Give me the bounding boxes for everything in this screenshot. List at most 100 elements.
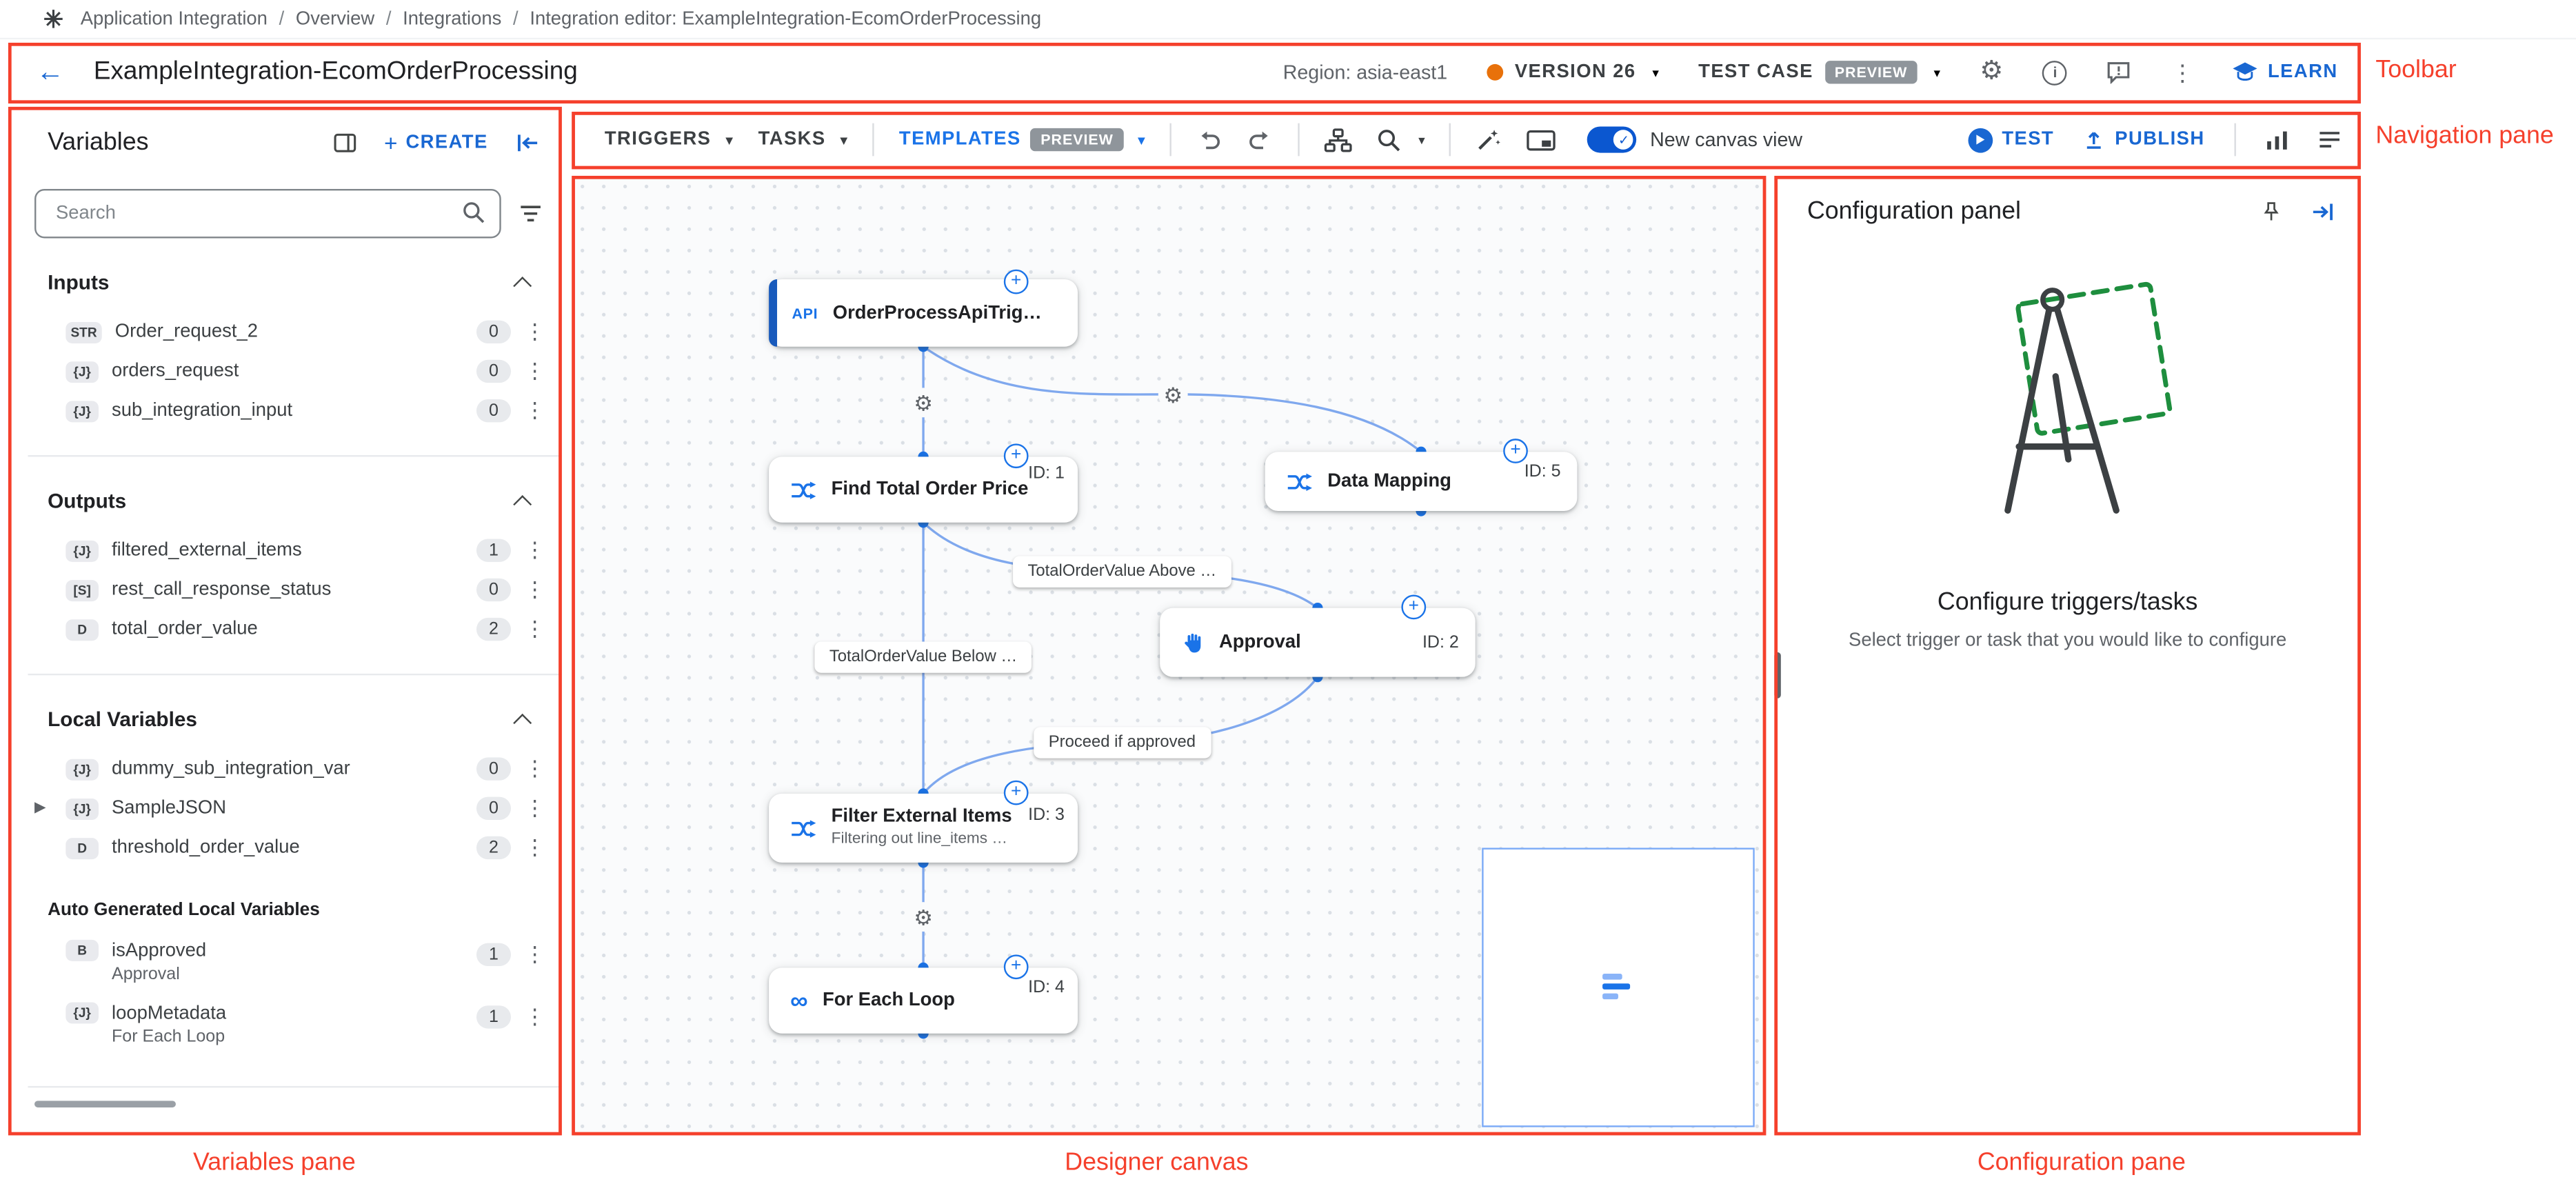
collapse-variables-panel-button[interactable] xyxy=(516,132,539,152)
node-for-each-loop[interactable]: ∞ For Each Loop + ID: 4 xyxy=(769,954,1078,1034)
variables-search-input[interactable] xyxy=(34,189,501,239)
section-local-variables[interactable]: Local Variables xyxy=(48,708,532,732)
add-step-button[interactable]: + xyxy=(1003,780,1029,805)
redo-button[interactable] xyxy=(1247,128,1274,152)
canvas-minimap[interactable] xyxy=(1482,847,1755,1127)
node-title: Data Mapping xyxy=(1327,471,1451,492)
variable-row[interactable]: STR Order_request_2 0 ⋮ xyxy=(8,312,562,352)
edge-settings-button[interactable]: ⚙ xyxy=(908,388,938,418)
test-case-selector[interactable]: TEST CASE PREVIEW ▾ xyxy=(1698,61,1940,84)
variable-count-badge: 0 xyxy=(476,796,512,820)
variable-row[interactable]: B isApproved Approval 1 ⋮ xyxy=(8,936,562,999)
node-approval[interactable]: Approval + ID: 2 xyxy=(1160,594,1476,677)
variable-menu-button[interactable]: ⋮ xyxy=(524,834,546,860)
undo-button[interactable] xyxy=(1196,128,1222,152)
panel-resize-handle[interactable] xyxy=(1774,652,1781,699)
more-options-button[interactable]: ⋮ xyxy=(2171,58,2194,85)
minimap-flow-icon xyxy=(1602,973,1631,1000)
breadcrumb-link-application-integration[interactable]: Application Integration xyxy=(80,9,268,29)
logs-button[interactable] xyxy=(2318,130,2341,150)
breadcrumb-link-integrations[interactable]: Integrations xyxy=(403,9,502,29)
variable-menu-button[interactable]: ⋮ xyxy=(524,756,546,781)
variable-menu-button[interactable]: ⋮ xyxy=(524,1003,546,1029)
tasks-menu-button[interactable]: TASKS▾ xyxy=(758,130,849,150)
plus-icon: + xyxy=(384,129,398,156)
variable-menu-button[interactable]: ⋮ xyxy=(524,576,546,602)
pin-panel-button[interactable] xyxy=(2261,199,2282,222)
collapse-right-icon xyxy=(2313,203,2333,220)
auto-layout-button[interactable] xyxy=(1325,128,1353,152)
chevron-down-icon: ▾ xyxy=(725,132,734,148)
filter-variables-button[interactable] xyxy=(519,203,542,223)
back-button[interactable]: ← xyxy=(36,56,64,88)
designer-canvas[interactable]: ⚙ ⚙ ⚙ API OrderProcessApiTrig… + Find To… xyxy=(572,175,1767,1136)
triggers-menu-button[interactable]: TRIGGERS▾ xyxy=(604,130,734,150)
variable-menu-button[interactable]: ⋮ xyxy=(524,397,546,423)
approval-hand-icon xyxy=(1181,630,1204,655)
node-title: Filter External Items xyxy=(831,806,1012,827)
chevron-down-icon: ▾ xyxy=(1418,132,1425,148)
sort-filter-icon xyxy=(521,205,541,222)
add-step-button[interactable]: + xyxy=(1503,439,1528,463)
variable-row[interactable]: ▶ {J} SampleJSON 0 ⋮ xyxy=(8,789,562,828)
variable-count-badge: 0 xyxy=(476,757,512,781)
add-step-button[interactable]: + xyxy=(1003,443,1029,469)
variable-menu-button[interactable]: ⋮ xyxy=(524,358,546,383)
expand-row-icon[interactable]: ▶ xyxy=(34,798,46,815)
edge-label-proceed[interactable]: Proceed if approved xyxy=(1034,727,1211,759)
node-find-total-order-price[interactable]: Find Total Order Price + ID: 1 xyxy=(769,443,1078,523)
variable-row[interactable]: [S] rest_call_response_status 0 ⋮ xyxy=(8,570,562,610)
variable-count-badge: 1 xyxy=(476,943,512,967)
add-step-button[interactable]: + xyxy=(1003,269,1029,294)
expand-variables-panel-button[interactable] xyxy=(333,132,356,152)
collapse-configuration-panel-button[interactable] xyxy=(2311,201,2334,221)
edge-label-above[interactable]: TotalOrderValue Above … xyxy=(1013,556,1231,588)
add-step-button[interactable]: + xyxy=(1401,594,1427,620)
add-step-button[interactable]: + xyxy=(1003,954,1029,980)
test-button[interactable]: TEST xyxy=(1967,127,2054,152)
breadcrumb-separator: / xyxy=(279,9,285,29)
picture-in-picture-button[interactable] xyxy=(1527,128,1556,152)
node-data-mapping[interactable]: Data Mapping + ID: 5 xyxy=(1265,439,1578,512)
variable-row[interactable]: {J} dummy_sub_integration_var 0 ⋮ xyxy=(8,750,562,789)
variable-menu-button[interactable]: ⋮ xyxy=(524,537,546,562)
info-button[interactable]: i xyxy=(2042,59,2068,85)
feedback-button[interactable] xyxy=(2107,61,2132,84)
variable-row[interactable]: {J} sub_integration_input 0 ⋮ xyxy=(8,391,562,430)
breadcrumb: Application Integration / Overview / Int… xyxy=(0,0,2576,40)
breadcrumb-link-overview[interactable]: Overview xyxy=(295,9,375,29)
magic-wand-icon xyxy=(1479,130,1501,150)
variable-row[interactable]: {J} filtered_external_items 1 ⋮ xyxy=(8,531,562,570)
publish-button[interactable]: PUBLISH xyxy=(2084,128,2205,151)
variable-menu-button[interactable]: ⋮ xyxy=(524,795,546,820)
edge-settings-button[interactable]: ⚙ xyxy=(908,902,938,932)
variable-row[interactable]: D threshold_order_value 2 ⋮ xyxy=(8,828,562,867)
variable-row[interactable]: {J} loopMetadata For Each Loop 1 ⋮ xyxy=(8,999,562,1062)
variable-source: For Each Loop xyxy=(112,1027,225,1047)
edge-label-below[interactable]: TotalOrderValue Below … xyxy=(814,641,1032,673)
section-inputs[interactable]: Inputs xyxy=(48,271,532,294)
node-filter-external-items[interactable]: Filter External Items Filtering out line… xyxy=(769,780,1078,863)
variable-menu-button[interactable]: ⋮ xyxy=(524,941,546,967)
settings-button[interactable]: ⚙ xyxy=(1980,59,2003,86)
section-outputs[interactable]: Outputs xyxy=(48,490,532,513)
variable-name: orders_request xyxy=(112,361,239,381)
variable-menu-button[interactable]: ⋮ xyxy=(524,616,546,641)
variable-type-badge: {J} xyxy=(66,361,99,382)
learn-button[interactable]: LEARN xyxy=(2233,62,2338,82)
zoom-control[interactable]: ▾ xyxy=(1378,128,1425,152)
horizontal-scrollbar[interactable] xyxy=(34,1101,176,1107)
create-variable-button[interactable]: + CREATE xyxy=(384,129,488,156)
variable-name: SampleJSON xyxy=(112,798,227,819)
variable-row[interactable]: {J} orders_request 0 ⋮ xyxy=(8,352,562,391)
new-canvas-view-toggle[interactable]: ✓ xyxy=(1587,126,1638,153)
metrics-button[interactable] xyxy=(2266,128,2288,151)
node-api-trigger[interactable]: API OrderProcessApiTrig… + xyxy=(769,269,1078,347)
variable-menu-button[interactable]: ⋮ xyxy=(524,319,546,343)
variable-row[interactable]: D total_order_value 2 ⋮ xyxy=(8,610,562,649)
version-selector[interactable]: VERSION 26 ▾ xyxy=(1487,63,1659,82)
edge-settings-button[interactable]: ⚙ xyxy=(1158,379,1188,410)
magic-wand-button[interactable] xyxy=(1476,126,1502,152)
